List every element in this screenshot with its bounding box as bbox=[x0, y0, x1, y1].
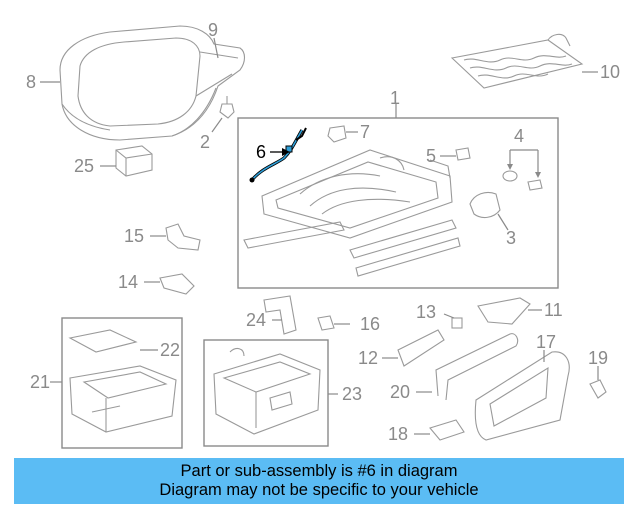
clip-part-2 bbox=[219, 96, 235, 119]
module-part-25 bbox=[115, 145, 153, 177]
bracket-part-7 bbox=[327, 125, 347, 143]
seat-frame bbox=[243, 149, 461, 277]
motor-part-3 bbox=[469, 191, 501, 219]
cap-part-13 bbox=[451, 317, 463, 329]
track-housing bbox=[213, 347, 321, 435]
frame-assembly-box bbox=[237, 117, 559, 289]
leader-13 bbox=[443, 313, 455, 319]
storage-tray bbox=[69, 365, 177, 433]
callout-4: 4 bbox=[514, 126, 524, 146]
leader-3 bbox=[497, 213, 509, 231]
callout-3: 3 bbox=[506, 228, 516, 248]
callout-12: 12 bbox=[358, 348, 378, 368]
callout-14: 14 bbox=[118, 272, 138, 292]
callout-20: 20 bbox=[390, 382, 410, 402]
bracket-part-24 bbox=[263, 295, 297, 335]
knob-part-19 bbox=[589, 379, 607, 399]
callout-6: 6 bbox=[256, 142, 266, 162]
callout-19: 19 bbox=[588, 348, 608, 368]
fasteners-part-4 bbox=[502, 170, 543, 191]
clip-part-5 bbox=[455, 147, 471, 161]
housing-assembly-box bbox=[203, 339, 329, 447]
leader-9 bbox=[213, 37, 219, 59]
arrow-4a bbox=[507, 164, 513, 170]
mat-part-22 bbox=[68, 329, 138, 353]
bracket-part-11 bbox=[477, 297, 531, 325]
clip-part-16 bbox=[317, 315, 335, 331]
side-shield-part-17 bbox=[474, 351, 570, 441]
seat-cushion-pad bbox=[59, 25, 246, 141]
callout-2: 2 bbox=[200, 132, 210, 152]
seat-heater-mat bbox=[450, 33, 584, 89]
callout-24: 24 bbox=[246, 310, 266, 330]
callout-1: 1 bbox=[390, 88, 400, 108]
arrow-4b bbox=[535, 172, 541, 178]
callout-21: 21 bbox=[30, 372, 50, 392]
bracket-part-15 bbox=[165, 223, 201, 251]
callout-25: 25 bbox=[74, 156, 94, 176]
arrow-6 bbox=[282, 148, 290, 156]
callout-17: 17 bbox=[536, 332, 556, 352]
banner-line-2: Diagram may not be specific to your vehi… bbox=[159, 481, 479, 499]
callout-15: 15 bbox=[124, 226, 144, 246]
callout-23: 23 bbox=[342, 384, 362, 404]
cover-part-14 bbox=[159, 273, 195, 295]
trim-part-12 bbox=[397, 329, 445, 367]
cable-part-20 bbox=[435, 333, 519, 401]
callout-18: 18 bbox=[388, 424, 408, 444]
callout-11: 11 bbox=[544, 300, 563, 320]
banner-line-1: Part or sub-assembly is #6 in diagram bbox=[180, 462, 458, 480]
callout-13: 13 bbox=[416, 302, 436, 322]
callout-10: 10 bbox=[600, 62, 620, 82]
cover-part-18 bbox=[429, 419, 465, 441]
callout-8: 8 bbox=[26, 72, 36, 92]
leader-2 bbox=[211, 117, 223, 133]
callout-16: 16 bbox=[360, 314, 380, 334]
info-banner: Part or sub-assembly is #6 in diagram Di… bbox=[14, 458, 624, 504]
callout-5: 5 bbox=[426, 146, 436, 166]
callout-22: 22 bbox=[160, 340, 180, 360]
tray-assembly-box bbox=[61, 317, 183, 449]
callout-9: 9 bbox=[208, 20, 218, 40]
callout-7: 7 bbox=[360, 122, 370, 142]
